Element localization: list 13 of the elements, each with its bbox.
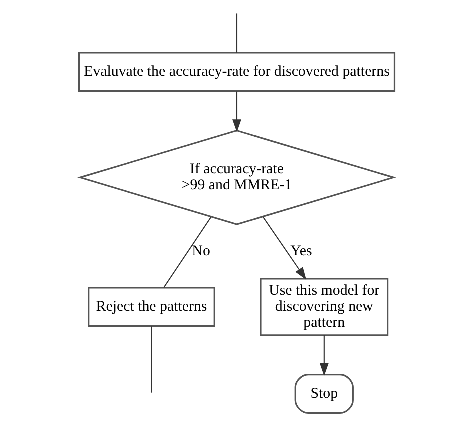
- node-box: Stop: [294, 374, 354, 414]
- edge-label: Yes: [290, 244, 312, 260]
- connector: [164, 216, 212, 288]
- node-box: Use this model for discovering new pattern: [260, 278, 389, 336]
- arrow: [232, 92, 242, 132]
- node-box: Evaluvate the accuracy-rate for discovered patterns: [78, 52, 396, 92]
- node-diamond: If accuracy-rate >99 and MMRE-1: [78, 130, 396, 226]
- edge-label: No: [192, 244, 210, 260]
- arrow: [262, 216, 307, 280]
- arrow: [320, 336, 329, 376]
- connector: [151, 326, 152, 393]
- node-box: Reject the patterns: [88, 287, 216, 328]
- connector: [236, 14, 238, 53]
